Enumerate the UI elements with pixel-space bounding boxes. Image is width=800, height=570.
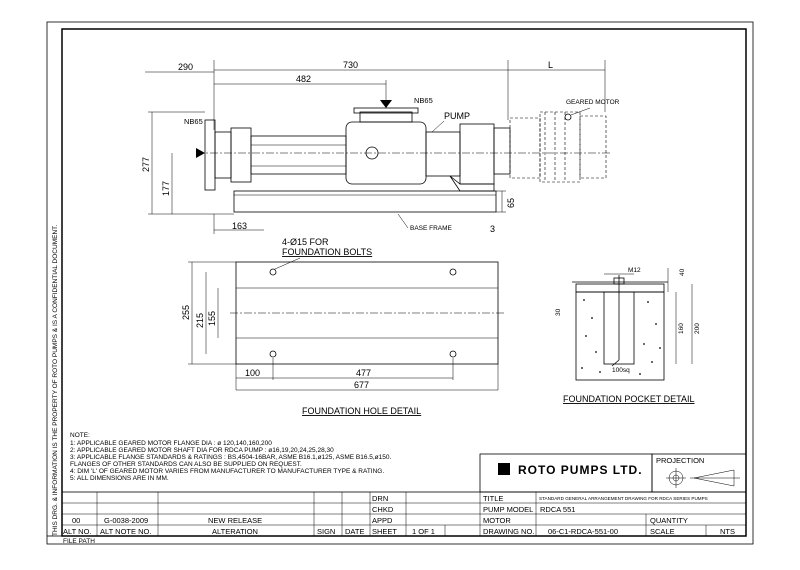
drawing-no-value: 06-C1-RDCA-551-00 — [548, 527, 618, 536]
bolt-hole — [269, 350, 277, 358]
title-label: TITLE — [483, 494, 503, 503]
col-alteration: ALTERATION — [212, 527, 258, 536]
bolt-hole — [449, 350, 457, 358]
col-alt-no: ALT NO. — [63, 527, 91, 536]
dim-pocket-top: 40 — [679, 268, 686, 276]
quantity-label: QUANTITY — [650, 516, 688, 525]
dim-pocket-side: 30 — [555, 308, 562, 316]
pump-elevation: GEARED MOTOR 290 730 L 482 NB65 PUMP NB6… — [141, 60, 620, 234]
note-line: 5: ALL DIMENSIONS ARE IN MM. — [70, 475, 169, 482]
dim-pocket-square: 100sq — [612, 367, 630, 374]
dim-overall: 730 — [343, 60, 358, 70]
label-nb65-top: NB65 — [414, 96, 433, 105]
geared-motor-label: GEARED MOTOR — [566, 99, 620, 106]
rev-alteration: NEW RELEASE — [208, 516, 262, 525]
dim-height: 277 — [141, 157, 151, 172]
note-line: 3: APPLICABLE FLANGE STANDARDS & RATINGS… — [70, 454, 391, 461]
bearing-housing — [459, 123, 495, 185]
scale-value: NTS — [720, 527, 735, 536]
col-alt-note: ALT NOTE NO. — [100, 527, 151, 536]
drn-label: DRN — [372, 494, 388, 503]
pump-model-label: PUMP MODEL — [483, 505, 533, 514]
note-line: 2: APPLICABLE GEARED MOTOR SHAFT DIA FOR… — [70, 447, 334, 454]
dim-width-inner: 155 — [207, 311, 217, 326]
foundation-pocket: M12 40 160 200 30 100sq FOUNDATION POCKE… — [555, 267, 701, 404]
dim-width-outer: 255 — [181, 305, 191, 320]
dim-base-height: 65 — [506, 198, 516, 208]
suction-flange — [204, 119, 216, 191]
dim-base-gap: 3 — [490, 224, 495, 234]
discharge-flange — [359, 111, 413, 123]
company-name: ROTO PUMPS LTD. — [518, 463, 643, 477]
col-date: DATE — [345, 527, 364, 536]
label-base-frame: BASE FRAME — [410, 225, 453, 232]
foundation-pocket-title: FOUNDATION POCKET DETAIL — [563, 394, 695, 404]
sheet-label: SHEET — [372, 527, 397, 536]
outer-border — [46, 21, 754, 545]
rev-alt-no: 00 — [72, 516, 80, 525]
drawing-no-label: DRAWING NO. — [483, 527, 534, 536]
note-line: 4: DIM 'L' OF GEARED MOTOR VARIES FROM M… — [70, 468, 384, 475]
title-value: STANDARD GENERAL ARRANGEMENT DRAWING FOR… — [539, 496, 708, 501]
appd-label: APPD — [372, 516, 393, 525]
base-frame — [233, 190, 497, 213]
notes-heading: NOTE: — [70, 432, 90, 439]
dim-center-height: 177 — [161, 181, 171, 196]
note-line: 1: APPLICABLE GEARED MOTOR FLANGE DIA : … — [70, 440, 272, 447]
rev-note-no: G-0038-2009 — [104, 516, 148, 525]
dim-motor-length: L — [548, 60, 553, 70]
sheet-value: 1 OF 1 — [412, 527, 435, 536]
note-line: FLANGES OF OTHER STANDARDS CAN ALSO BE S… — [70, 461, 302, 468]
label-nb65-left: NB65 — [184, 117, 203, 126]
dim-dismantling: 290 — [178, 62, 193, 72]
foundation-hole-title: FOUNDATION HOLE DETAIL — [302, 406, 421, 416]
dim-base-offset: 163 — [232, 221, 247, 231]
title-block: ROTO PUMPS LTD. PROJECTION DRN CHKD APPD… — [61, 453, 747, 537]
projection-label: PROJECTION — [656, 456, 704, 465]
geared-motor — [509, 117, 541, 179]
scale-label: SCALE — [650, 527, 675, 536]
dim-frame-length: 677 — [354, 380, 369, 390]
dim-pocket-total: 200 — [694, 323, 701, 334]
file-path-label: FILE PATH — [63, 538, 95, 545]
dim-left-offset: 100 — [245, 368, 260, 378]
bolt-hole — [449, 268, 457, 276]
dim-outlet: 482 — [296, 74, 311, 84]
bolt-hole — [269, 268, 277, 276]
company-logo — [498, 463, 510, 475]
chkd-label: CHKD — [372, 505, 394, 514]
dim-width-mid: 215 — [195, 313, 205, 328]
dim-pocket-depth: 160 — [678, 323, 685, 334]
confidential-note: THIS DRG. & INFORMATION IS THE PROPERTY … — [52, 225, 59, 536]
dim-pocket-bolt: M12 — [628, 267, 641, 274]
motor-label: MOTOR — [483, 516, 511, 525]
pump-model-value: RDCA 551 — [540, 505, 575, 514]
col-sign: SIGN — [317, 527, 335, 536]
notes: NOTE: 1: APPLICABLE GEARED MOTOR FLANGE … — [70, 432, 391, 482]
dim-hole-spacing: 477 — [356, 368, 371, 378]
label-pump: PUMP — [444, 111, 470, 121]
pump-body — [250, 135, 347, 175]
